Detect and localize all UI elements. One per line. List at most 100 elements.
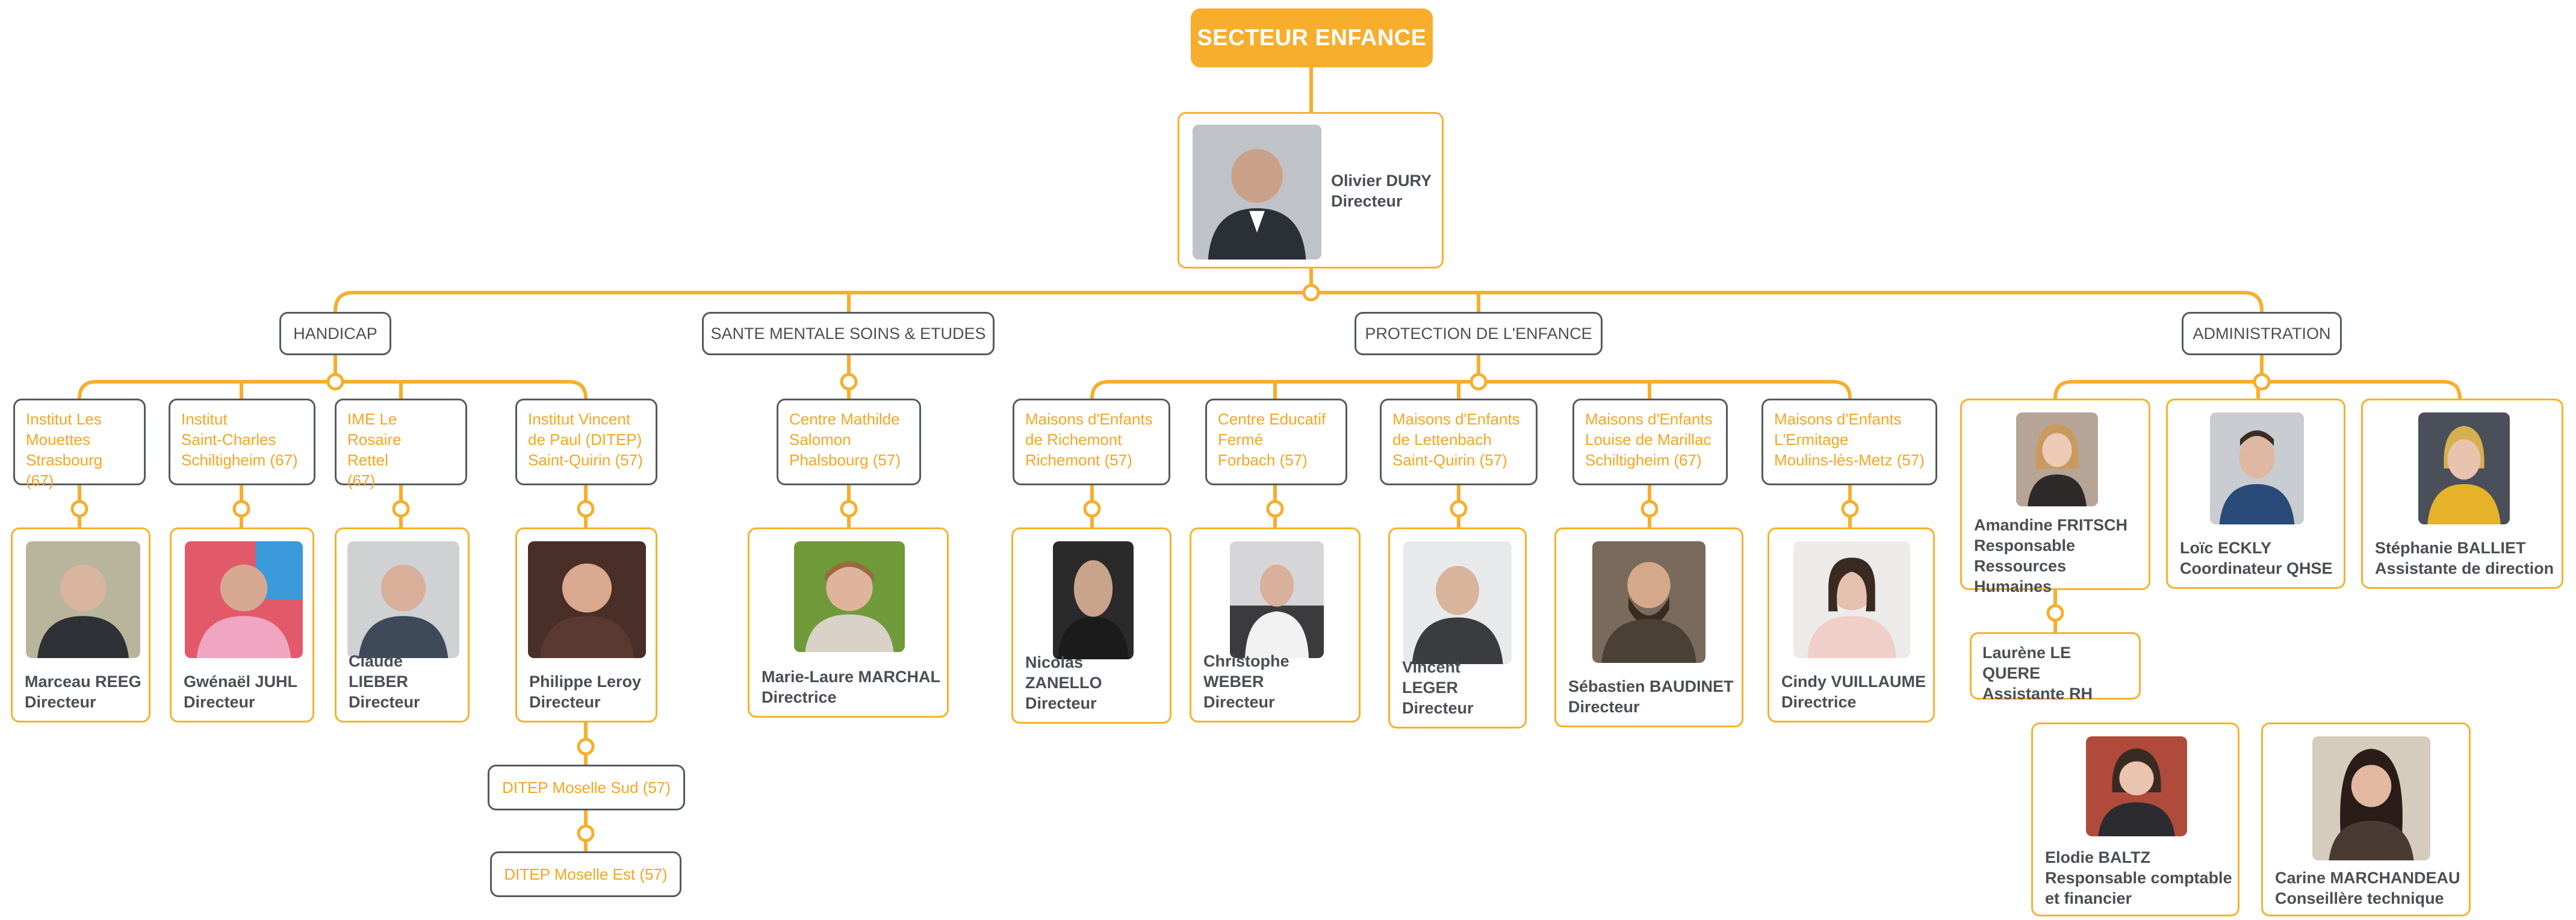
admin-person-card[interactable]: Loïc ECKLY Coordinateur QHSE xyxy=(2166,399,2345,589)
person-name: Elodie BALTZ xyxy=(2045,848,2150,866)
admin-person-card[interactable]: Elodie BALTZ Responsable comptable et fi… xyxy=(2031,723,2239,916)
institution-line: Forbach (57) xyxy=(1218,451,1308,469)
ditep-sub-node[interactable]: DITEP Moselle Sud (57) xyxy=(488,765,685,810)
person-photo-icon xyxy=(185,541,303,658)
director-role: Directeur xyxy=(1331,192,1403,210)
director-card[interactable]: Olivier DURY Directeur xyxy=(1178,112,1444,269)
institution-line: Schiltigheim (67) xyxy=(1585,451,1702,469)
institution-line: Centre Mathilde xyxy=(789,410,900,428)
person-role: Directeur xyxy=(1402,699,1474,717)
category-handicap[interactable]: HANDICAP xyxy=(279,312,391,355)
institution-line: Fermé xyxy=(1218,430,1264,449)
institution-node[interactable]: Centre Educatif Fermé Forbach (57) xyxy=(1205,399,1347,485)
category-protection[interactable]: PROTECTION DE L'ENFANCE xyxy=(1355,312,1603,355)
person-name: Marceau REEG xyxy=(25,673,141,691)
institution-line: Richemont (57) xyxy=(1025,451,1132,469)
institution-line: de Richemont xyxy=(1025,430,1122,449)
institution-line: Maisons d'Enfants xyxy=(1025,410,1153,428)
person-photo-icon xyxy=(794,541,905,652)
person-photo-icon xyxy=(1230,541,1324,658)
person-photo-icon xyxy=(1592,541,1705,663)
person-photo-icon xyxy=(1793,541,1910,658)
institution-node[interactable]: IME Le Rosaire Rettel (67) xyxy=(335,399,467,490)
person-name: Sébastien BAUDINET xyxy=(1568,677,1734,695)
institution-line: de Lettenbach xyxy=(1392,430,1492,449)
person-role: Conseillère technique xyxy=(2275,889,2444,907)
person-role: Directeur xyxy=(349,693,420,711)
institution-node[interactable]: Maisons d'Enfants Louise de Marillac Sch… xyxy=(1572,399,1728,485)
institution-line: Institut Les xyxy=(26,410,102,428)
person-name: Vincent LEGER xyxy=(1402,658,1461,697)
institution-line: Schiltigheim (67) xyxy=(181,451,298,469)
institution-line: Salomon xyxy=(789,430,851,449)
ditep-sub-label: DITEP Moselle Est (57) xyxy=(504,865,668,883)
person-photo-icon xyxy=(2312,736,2430,860)
person-photo-icon xyxy=(2210,412,2304,524)
institution-node[interactable]: Centre Mathilde Salomon Phalsbourg (57) xyxy=(777,399,921,485)
person-photo-icon xyxy=(528,541,646,658)
category-label: SANTE MENTALE SOINS & ETUDES xyxy=(710,324,986,343)
admin-person-card[interactable]: Carine MARCHANDEAU Conseillère technique xyxy=(2261,723,2471,916)
institution-node[interactable]: Maisons d'Enfants L'Ermitage Moulins-lès… xyxy=(1761,399,1937,485)
institution-line: Strasbourg (67) xyxy=(26,451,103,490)
person-role: Directeur xyxy=(25,693,96,711)
admin-person-card[interactable]: Amandine FRITSCH Responsable Ressources … xyxy=(1960,399,2150,595)
institution-node[interactable]: Institut Les Mouettes Strasbourg (67) xyxy=(13,399,146,490)
institution-line: Rettel xyxy=(347,451,388,469)
institution-line: Institut xyxy=(181,410,228,428)
category-label: ADMINISTRATION xyxy=(2193,324,2331,343)
person-photo-icon xyxy=(26,541,140,658)
admin-person-card[interactable]: Stéphanie BALLIET Assistante de directio… xyxy=(2361,399,2563,589)
institution-line: Saint-Charles xyxy=(181,430,276,449)
institution-line: Mouettes xyxy=(26,430,90,449)
person-name: Amandine FRITSCH xyxy=(1974,516,2128,534)
person-role: Directrice xyxy=(1781,693,1857,711)
root-node[interactable]: SECTEUR ENFANCE xyxy=(1191,8,1433,67)
institution-line: Saint-Quirin (57) xyxy=(528,451,643,469)
institution-line: Maisons d'Enfants xyxy=(1585,410,1713,428)
person-photo-icon xyxy=(1403,541,1512,664)
person-card[interactable]: Marceau REEG Directeur xyxy=(11,527,151,723)
person-name: Nicolas ZANELLO xyxy=(1025,653,1102,692)
institution-line: Phalsbourg (57) xyxy=(789,451,901,469)
institution-line: (67) xyxy=(347,471,376,490)
institution-line: Moulins-lès-Metz (57) xyxy=(1774,451,1925,469)
person-photo-icon xyxy=(2086,736,2187,836)
person-card[interactable]: Vincent LEGER Directeur xyxy=(1388,527,1527,729)
person-name: Christophe WEBER xyxy=(1203,652,1290,691)
institution-line: Institut Vincent xyxy=(528,410,631,428)
ditep-sub-node[interactable]: DITEP Moselle Est (57) xyxy=(490,851,681,897)
person-card[interactable]: Nicolas ZANELLO Directeur xyxy=(1011,527,1172,724)
person-role: Directrice xyxy=(762,688,837,706)
category-label: PROTECTION DE L'ENFANCE xyxy=(1365,324,1592,343)
institution-node[interactable]: Institut Saint-Charles Schiltigheim (67) xyxy=(169,399,315,485)
person-name: Laurène LE QUERE xyxy=(1982,644,2072,682)
person-role: Responsable comptable et financier xyxy=(2045,869,2232,907)
person-role: Responsable Ressources Humaines xyxy=(1974,536,2076,595)
institution-node[interactable]: Institut Vincent de Paul (DITEP) Saint-Q… xyxy=(515,399,657,485)
person-role: Directeur xyxy=(184,693,255,711)
institution-node[interactable]: Maisons d'Enfants de Richemont Richemont… xyxy=(1013,399,1170,485)
person-name: Claude LIEBER xyxy=(349,652,409,691)
category-sante[interactable]: SANTE MENTALE SOINS & ETUDES xyxy=(702,312,995,355)
admin-person-card[interactable]: Laurène LE QUERE Assistante RH xyxy=(1970,632,2141,703)
person-role: Directeur xyxy=(1025,694,1097,712)
institution-line: Saint-Quirin (57) xyxy=(1392,451,1507,469)
institution-node[interactable]: Maisons d'Enfants de Lettenbach Saint-Qu… xyxy=(1380,399,1538,485)
person-photo-icon xyxy=(347,541,459,658)
person-card[interactable]: Claude LIEBER Directeur xyxy=(335,527,470,723)
person-name: Stéphanie BALLIET xyxy=(2375,539,2526,557)
category-admin[interactable]: ADMINISTRATION xyxy=(2182,312,2342,355)
institution-line: Louise de Marillac xyxy=(1585,430,1712,449)
person-role: Coordinateur QHSE xyxy=(2180,559,2333,577)
institution-line: Maisons d'Enfants xyxy=(1392,410,1520,428)
person-role: Assistante de direction xyxy=(2375,559,2554,577)
